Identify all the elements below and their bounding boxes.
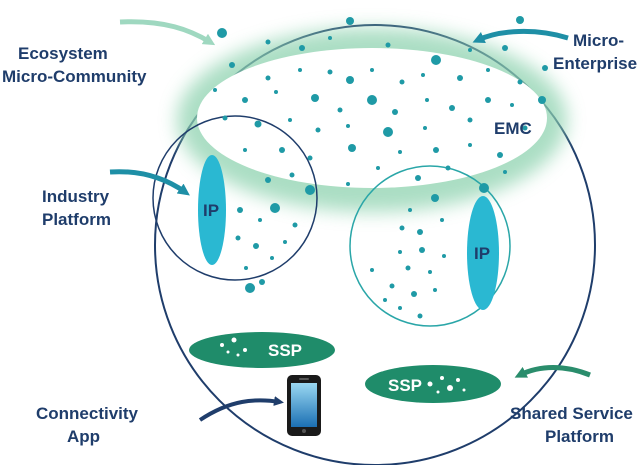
ssp-dots [220,337,466,394]
label-shared-line1: Shared Service [510,404,633,423]
label-ssp-top: SSP [268,341,302,360]
label-ssp-bottom: SSP [388,376,422,395]
label-ecosystem-line2: Micro-Community [2,67,147,86]
label-ecosystem-line1: Ecosystem [18,44,108,63]
label-industry-line2: Platform [42,210,111,229]
smartphone-icon [287,375,321,436]
label-ip-left: IP [203,201,219,220]
ecosystem-arrow [119,19,216,46]
ecosystem-outer-circle [154,24,596,465]
industry-platform-circle-left [152,115,318,281]
label-connectivity-line1: Connectivity [36,404,139,423]
label-industry-line1: Industry [42,187,110,206]
label-ip-right: IP [474,244,490,263]
ssp-bottom-ellipse [365,365,501,403]
ssp-top-ellipse [189,332,335,368]
label-micro-line1: Micro- [573,31,624,50]
label-emc: EMC [494,119,532,138]
ip-left-ellipse [198,155,226,265]
ip-right-ellipse [467,196,499,310]
micro-enterprise-arrow [472,29,569,43]
emc-dots [213,16,548,319]
industry-platform-circle-right [349,165,511,327]
industry-platform-arrow [109,169,190,196]
label-connectivity-line2: App [67,427,100,446]
shared-service-arrow [514,365,591,378]
connectivity-app-arrow [198,396,284,422]
label-micro-line2: Enterprise [553,54,637,73]
emc-ellipse [197,48,547,188]
label-shared-line2: Platform [545,427,614,446]
